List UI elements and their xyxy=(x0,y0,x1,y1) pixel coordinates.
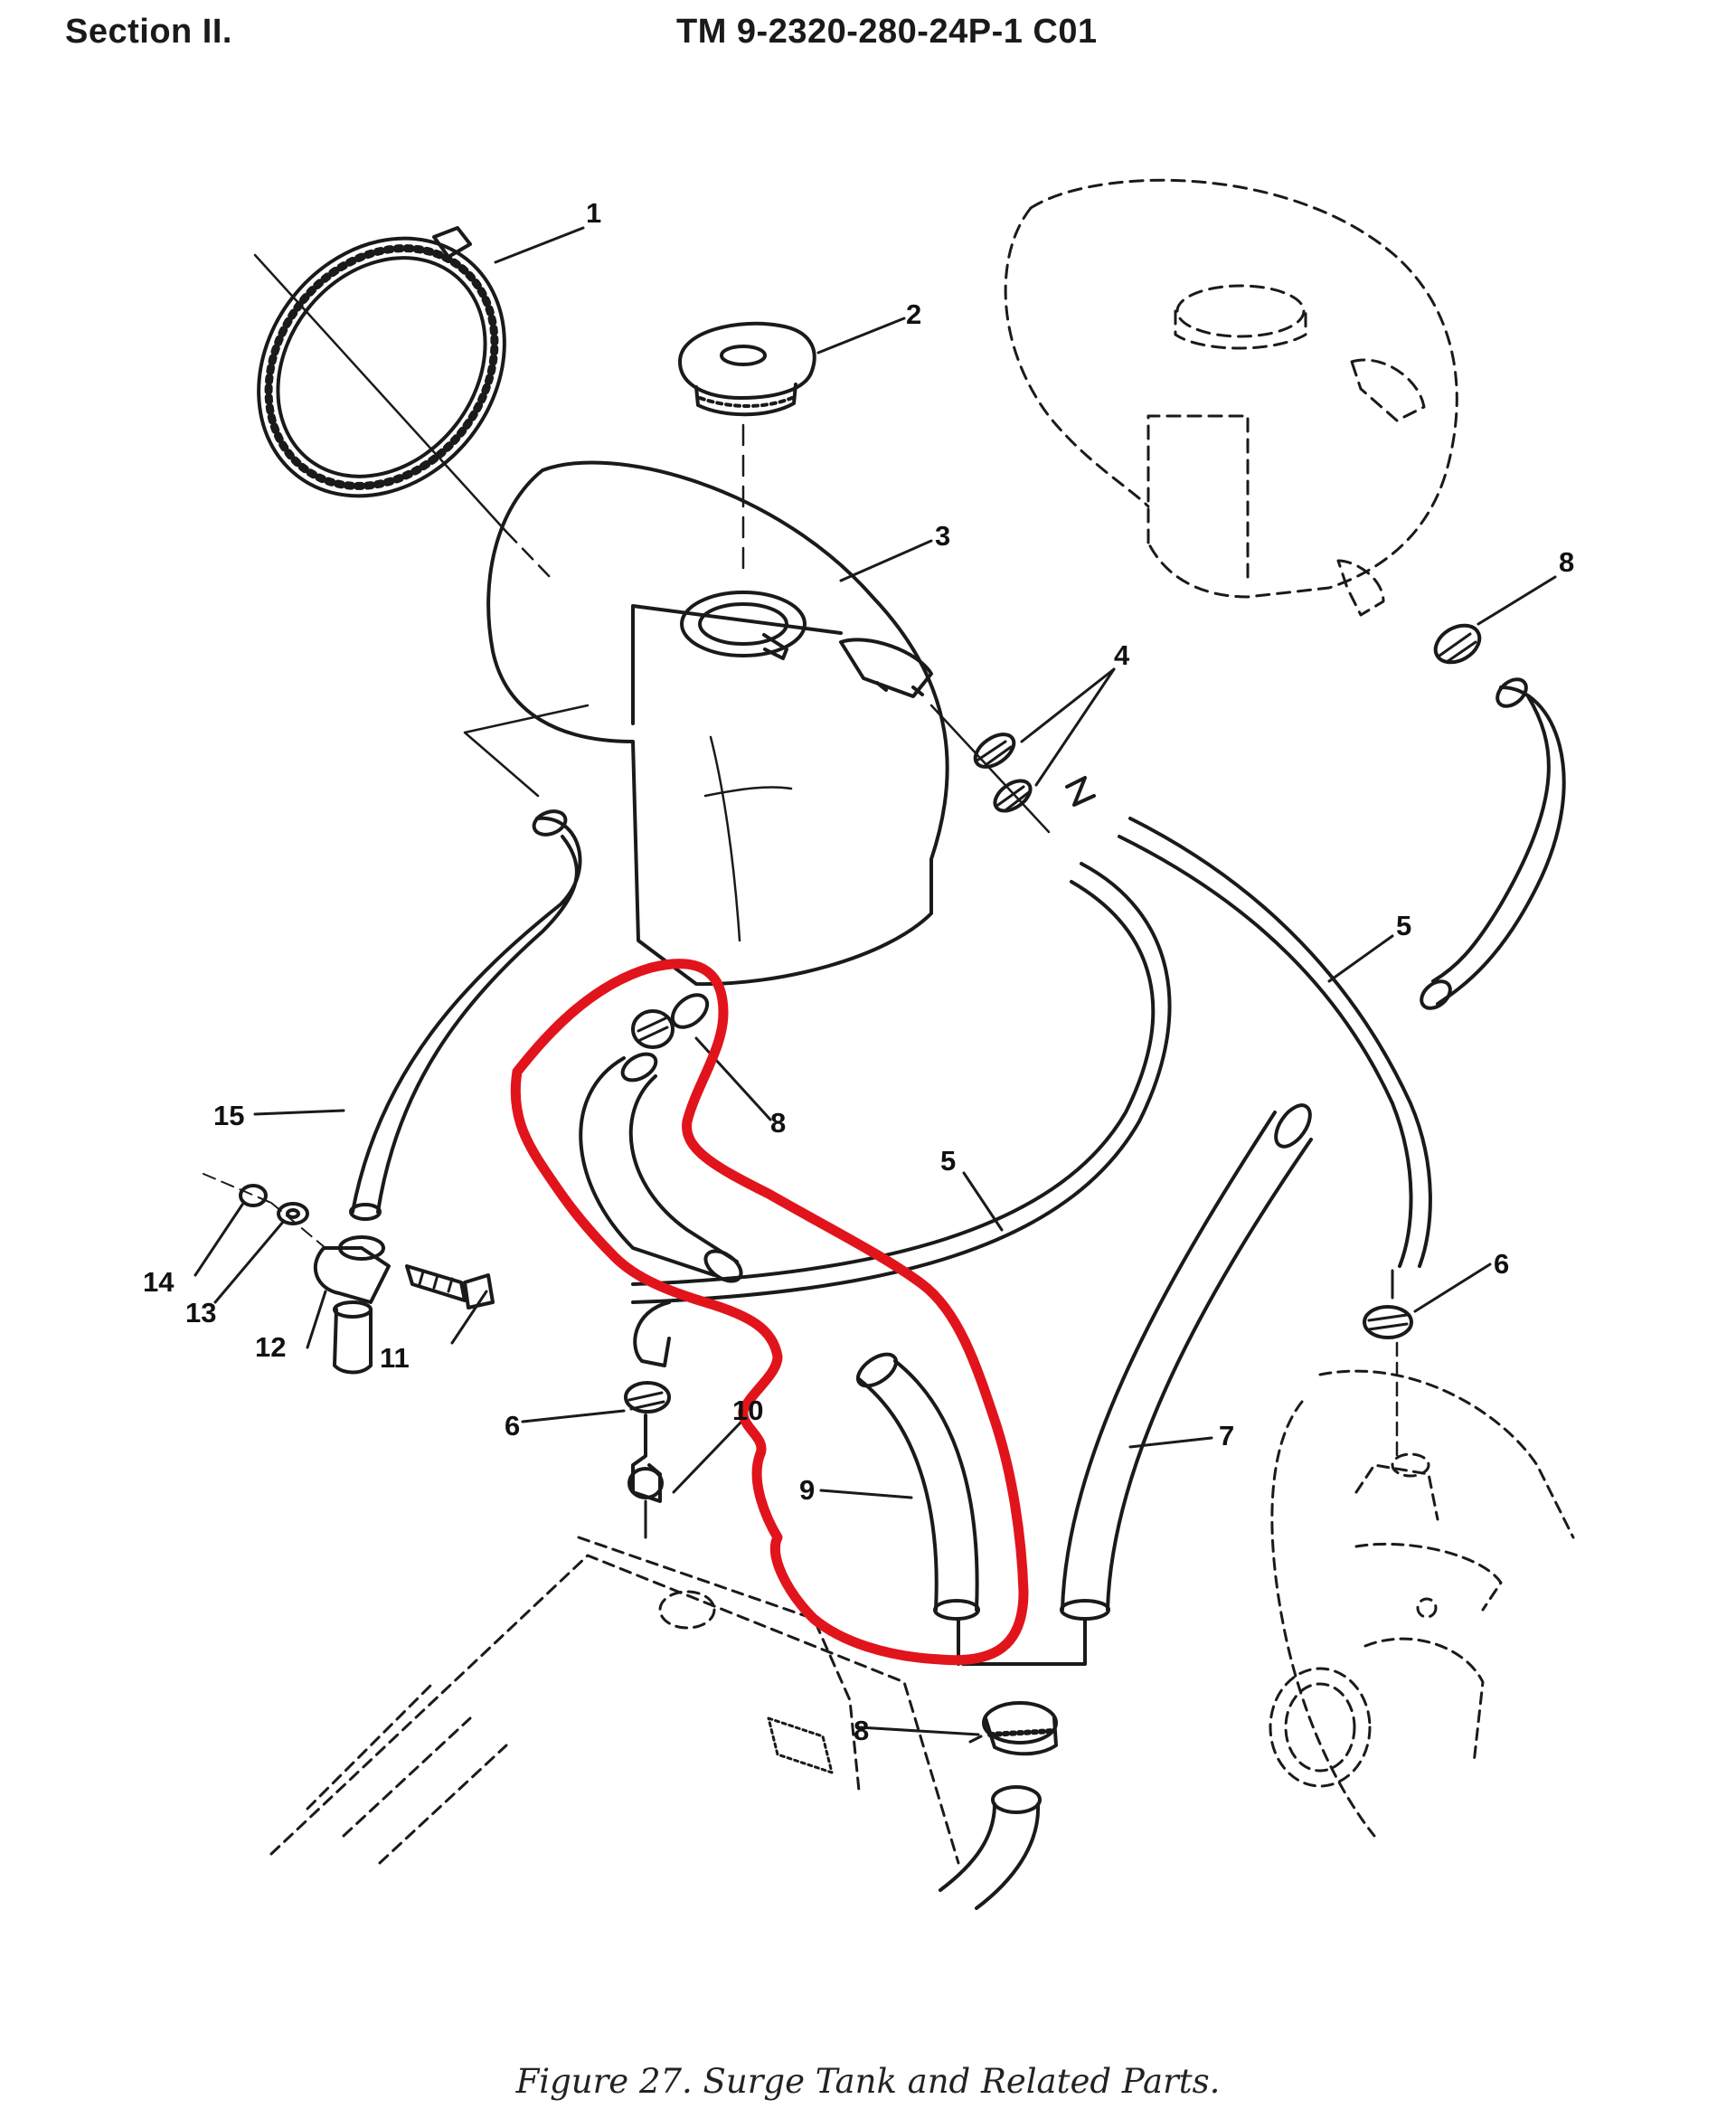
radiator-outline xyxy=(269,1536,960,1865)
callout-12: 12 xyxy=(255,1331,286,1363)
callout-8-bottom: 8 xyxy=(854,1715,869,1746)
clamp-ring-part-1 xyxy=(253,226,553,581)
callout-6-right: 6 xyxy=(1494,1248,1509,1280)
clip-hardware-parts-11-14 xyxy=(203,1173,495,1375)
surge-tank-part-3 xyxy=(463,460,949,987)
y-hose-part-7 xyxy=(961,1103,1313,1666)
vent-hose-part-15 xyxy=(349,809,582,1221)
red-highlight-outline xyxy=(510,959,1029,1666)
callout-6-left: 6 xyxy=(505,1410,520,1442)
callout-5-lower: 5 xyxy=(940,1145,956,1177)
callout-7: 7 xyxy=(1219,1420,1234,1451)
callout-10: 10 xyxy=(732,1395,763,1426)
callout-11: 11 xyxy=(380,1342,410,1374)
clamp-part-6-right xyxy=(1363,1269,1413,1462)
clamp-part-8-bottom xyxy=(939,1701,1058,1910)
callout-5-upper: 5 xyxy=(1396,910,1411,941)
short-hose-part-9 xyxy=(855,1352,980,1666)
overflow-hose-part-5 xyxy=(631,817,1432,1304)
callout-13: 13 xyxy=(185,1297,216,1328)
callout-8-upper-right: 8 xyxy=(1559,546,1574,578)
callout-8-middle: 8 xyxy=(770,1107,786,1139)
callout-2: 2 xyxy=(906,298,921,330)
callout-4: 4 xyxy=(1114,639,1130,671)
callout-15: 15 xyxy=(213,1100,244,1131)
fittings-parts-6-10 xyxy=(624,1300,671,1539)
upper-hose-right xyxy=(1420,623,1566,1010)
callout-1: 1 xyxy=(586,197,601,229)
section-heading: Section II. xyxy=(65,13,232,51)
callout-3: 3 xyxy=(935,520,950,552)
callout-14: 14 xyxy=(143,1266,175,1298)
radiator-cap-part-2 xyxy=(678,321,816,581)
clamps-part-4 xyxy=(929,704,1096,834)
alternate-tank-outline xyxy=(1004,178,1458,617)
technical-manual-number: TM 9-2320-280-24P-1 C01 xyxy=(676,13,1098,51)
water-pump-outline xyxy=(1269,1369,1575,1838)
surge-hose-inner xyxy=(579,993,743,1283)
figure-caption: Figure 27. Surge Tank and Related Parts. xyxy=(515,2062,1221,2101)
callout-9: 9 xyxy=(799,1474,815,1506)
leader-arrows xyxy=(193,226,1557,1736)
